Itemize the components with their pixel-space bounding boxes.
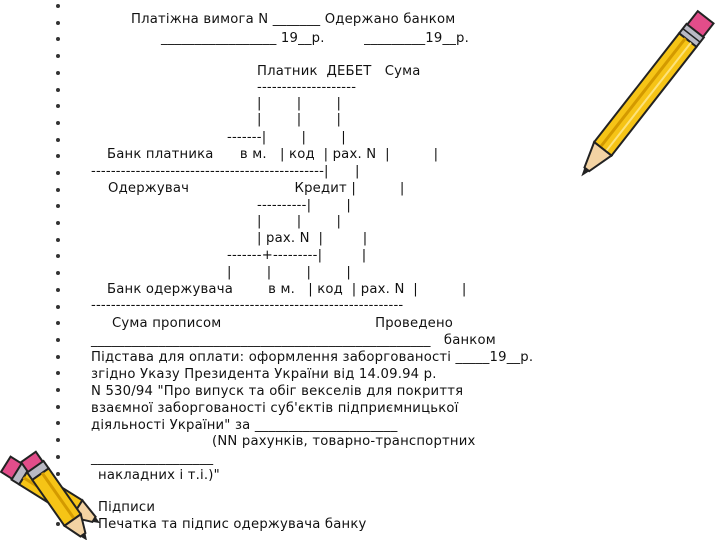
bullet-dot <box>56 21 60 25</box>
doc-title-line: Платіжна вимога N _______ Одержано банко… <box>131 12 456 27</box>
mutual-debt-line: взаємної заборгованості суб'єктів підпри… <box>91 401 459 416</box>
table-bars-line: | | | | <box>227 265 351 280</box>
payer-bank-line: Банк платника в м. | код | рах. N | | <box>107 147 439 162</box>
bullet-dot <box>56 54 60 58</box>
invoice-underline-line: __________________ <box>91 451 214 466</box>
bullet-dot <box>56 371 60 375</box>
bullet-dot <box>56 154 60 158</box>
bullet-dot <box>56 238 60 242</box>
bullet-dot <box>56 171 60 175</box>
doc-date-line: _________________ 19__р. _________19__р. <box>161 31 470 46</box>
table-bars-line: | | | <box>257 96 342 111</box>
bullet-dot <box>56 37 60 41</box>
bullet-dot <box>56 221 60 225</box>
bullet-dot <box>56 321 60 325</box>
table-rule-line: -------+---------| | <box>227 248 367 263</box>
activity-line: діяльності України" за _________________… <box>91 418 398 433</box>
bullet-dot <box>56 104 60 108</box>
bullet-dot <box>56 355 60 359</box>
bullet-dot <box>56 338 60 342</box>
pencil-top-right-icon <box>581 9 715 177</box>
bullet-dot <box>56 188 60 192</box>
bullet-dot <box>56 138 60 142</box>
bullet-dot <box>56 472 60 476</box>
bullet-dot <box>56 388 60 392</box>
decree-number-line: N 530/94 "Про випуск та обіг векселів дл… <box>91 384 464 399</box>
invoice-numbers-line: (NN рахунків, товарно-транспортних <box>212 434 476 449</box>
pencils-bottom-left-icon <box>0 450 100 540</box>
account-number-line: | рах. N | | <box>257 231 368 246</box>
stamp-signature-label: Печатка та підпис одержувача банку <box>98 517 367 532</box>
bullet-dot <box>56 204 60 208</box>
table-rule-line: ----------------------------------------… <box>91 298 404 313</box>
amount-in-words-line: Сума прописом Проведено <box>112 316 454 331</box>
bullet-dot <box>56 421 60 425</box>
table-bars-line: -------| | | <box>227 130 346 145</box>
bullet-dot <box>56 88 60 92</box>
payment-basis-line: Підстава для оплати: оформлення заборгов… <box>91 350 534 365</box>
bullet-dot <box>56 455 60 459</box>
bullet-dot <box>56 522 60 526</box>
payer-debit-sum-header: Платник ДЕБЕТ Сума <box>257 64 421 79</box>
bank-underline-line: ________________________________________… <box>91 333 496 348</box>
bullet-dot <box>56 271 60 275</box>
recipient-credit-line: Одержувач Кредит | | <box>108 181 405 196</box>
table-bars-line: | | | <box>257 112 342 127</box>
bullet-dot <box>56 121 60 125</box>
signatures-label: Підписи <box>98 500 156 515</box>
table-bars-line: | | | <box>257 214 342 229</box>
bullet-dot <box>56 305 60 309</box>
table-rule-line: -------------------- <box>257 80 357 95</box>
table-rule-line: ----------------------------------------… <box>91 164 360 179</box>
bullet-dot <box>56 438 60 442</box>
bullet-dot <box>56 71 60 75</box>
bullet-dot <box>56 405 60 409</box>
table-rule-line: ----------| | <box>257 198 352 213</box>
recipient-bank-line: Банк одержувача в м. | код | рах. N | | <box>107 282 467 297</box>
bullet-dot <box>56 254 60 258</box>
waybills-line: накладних і т.і.)" <box>98 468 220 483</box>
decree-line: згідно Указу Президента України від 14.0… <box>91 367 437 382</box>
bullet-dot <box>56 4 60 8</box>
bullet-dot <box>56 288 60 292</box>
